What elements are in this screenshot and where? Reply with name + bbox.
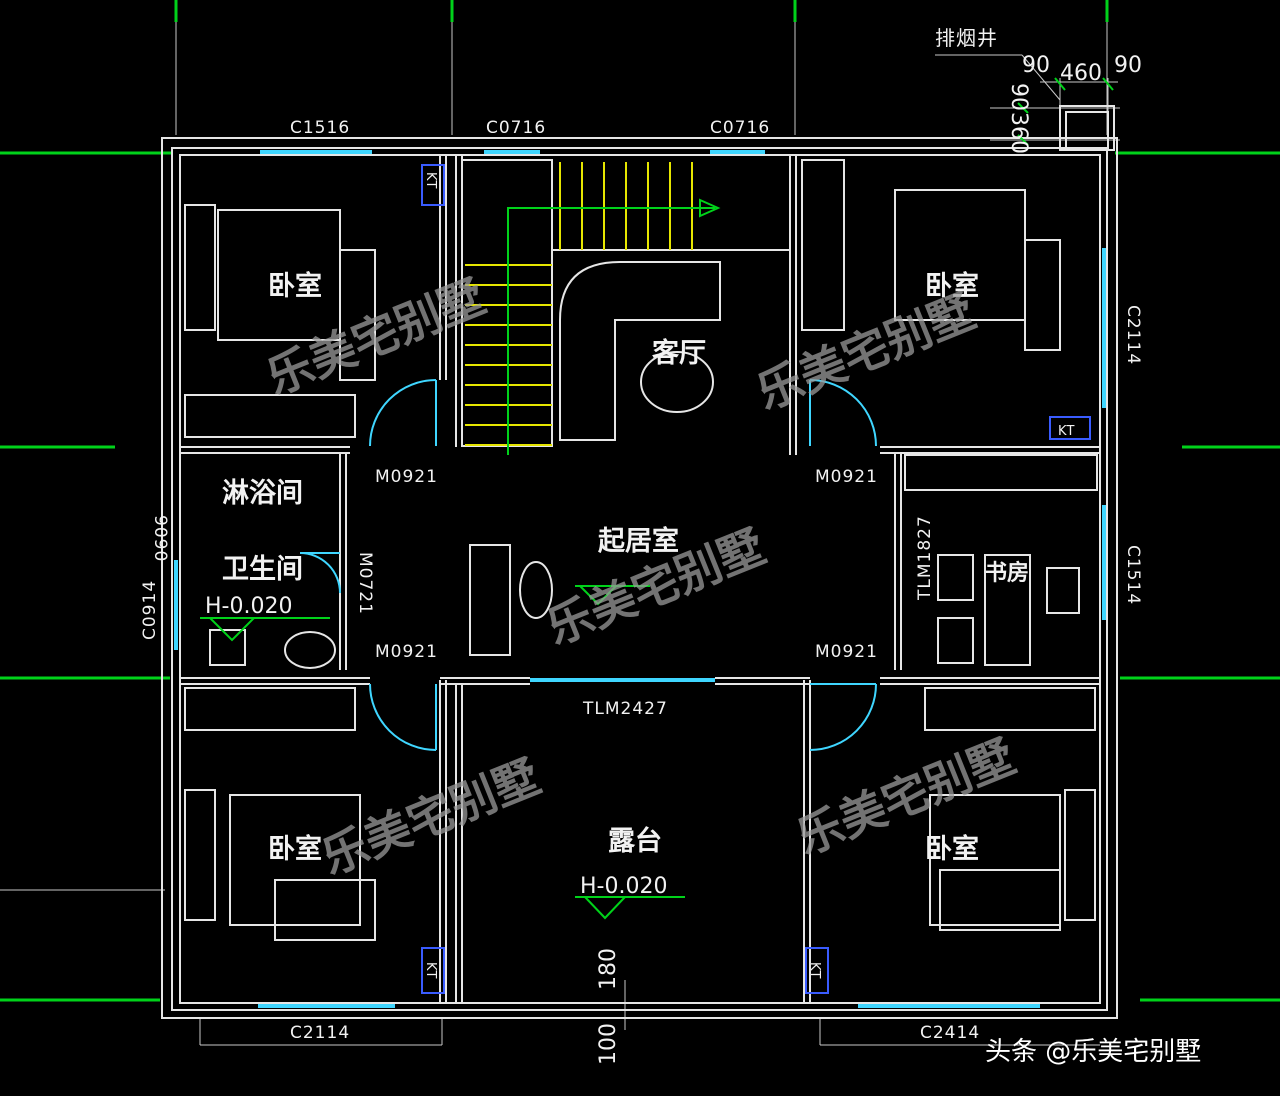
room-terrace: 露台 [608, 825, 662, 857]
room-bedroom-tr: 卧室 [925, 270, 979, 302]
dimension-label: 9090 [150, 515, 170, 562]
wardrobes [184, 159, 1096, 921]
windows [174, 150, 1106, 1008]
door-tag: M0921 [815, 642, 878, 662]
room-living: 客厅 [652, 337, 706, 369]
walls [161, 105, 1118, 1019]
window-tag: C2114 [1123, 305, 1143, 365]
furniture [209, 261, 1098, 669]
room-bedroom-bl: 卧室 [268, 833, 322, 865]
room-bedroom-br: 卧室 [925, 833, 979, 865]
dimension-label: 100 [596, 1023, 621, 1065]
door-tag: M0721 [355, 552, 375, 615]
door-tag: M0921 [375, 467, 438, 487]
level-symbols [200, 585, 685, 920]
ac-tag: KT [807, 962, 822, 979]
axis-lines [0, 0, 1280, 1002]
window-tag: C0716 [486, 118, 546, 138]
level-label: H-0.020 [205, 594, 292, 619]
window-tag: C0914 [140, 580, 160, 640]
window-tag: C1516 [290, 118, 350, 138]
window-tag: C1514 [1123, 545, 1143, 605]
credit-watermark: 头条 @乐美宅别墅 [985, 1037, 1201, 1067]
stairs [465, 162, 693, 446]
window-tag: C2114 [290, 1023, 350, 1043]
watermark: 乐美宅别墅 [314, 749, 547, 885]
door-tag: TLM1827 [915, 515, 935, 601]
dim-ticks [1017, 77, 1114, 146]
ac-tag: KT [423, 172, 438, 189]
ac-tag: KT [1058, 424, 1075, 439]
window-tag: C0716 [710, 118, 770, 138]
extension-lines [0, 22, 1120, 1046]
beds [217, 189, 1061, 941]
dimension-label: 360 [1006, 112, 1031, 154]
door-tag: M0921 [815, 467, 878, 487]
watermark: 乐美宅别墅 [749, 284, 982, 420]
room-shower: 淋浴间 [222, 478, 303, 509]
dimension-label: 460 [1060, 61, 1102, 86]
room-study: 书房 [985, 560, 1029, 586]
doors [299, 379, 877, 751]
dimension-label: 90 [1006, 83, 1031, 111]
door-tag: M0921 [375, 642, 438, 662]
ac-tag: KT [423, 962, 438, 979]
ac-marks [421, 164, 1091, 994]
room-bedroom-tl: 卧室 [268, 270, 322, 302]
chimney-label: 排烟井 [935, 26, 998, 50]
dimension-label: 90 [1114, 53, 1142, 78]
level-label: H-0.020 [580, 874, 667, 899]
window-tag: C2414 [920, 1023, 980, 1043]
room-toilet: 卫生间 [222, 554, 303, 585]
stair-arrow [507, 198, 721, 455]
door-tag: TLM2427 [582, 699, 668, 719]
room-family: 起居室 [598, 525, 679, 557]
dimension-label: 90 [1022, 53, 1050, 78]
dimension-label: 180 [596, 948, 621, 990]
